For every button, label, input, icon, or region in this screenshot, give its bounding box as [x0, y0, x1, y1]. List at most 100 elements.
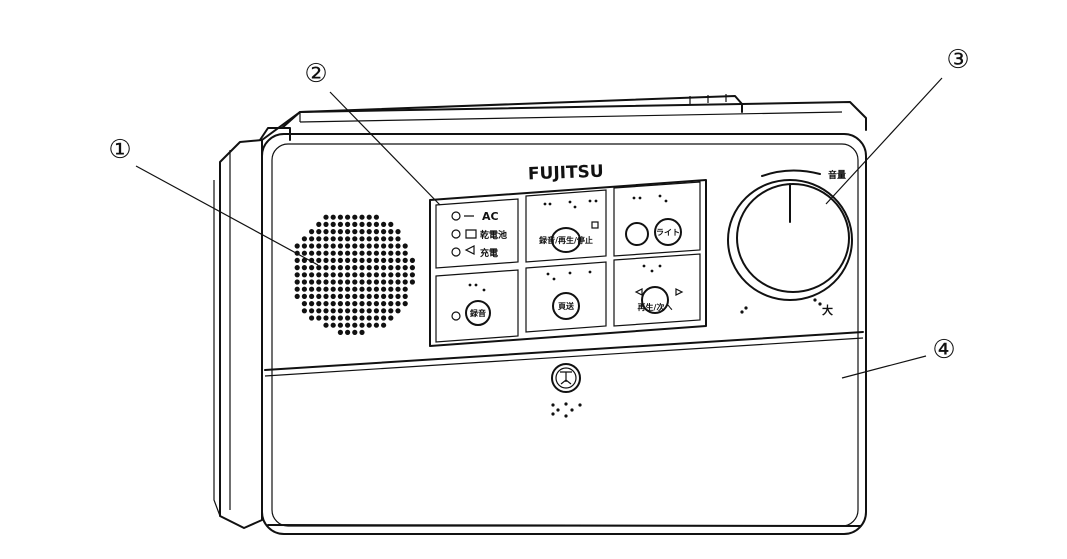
speaker-hole — [316, 301, 322, 307]
speaker-hole — [388, 315, 394, 321]
speaker-hole — [316, 308, 322, 314]
speaker-hole — [381, 272, 387, 278]
light-button[interactable] — [654, 218, 682, 246]
speaker-hole — [337, 272, 343, 278]
speaker-hole — [316, 257, 322, 263]
speaker-hole — [381, 257, 387, 263]
speaker-hole — [301, 279, 307, 285]
speaker-hole — [316, 265, 322, 271]
speaker-hole — [373, 286, 379, 292]
speaker-hole — [359, 279, 365, 285]
speaker-hole — [337, 243, 343, 249]
brand-logo: FUJITSU — [528, 162, 604, 185]
speaker-hole — [402, 286, 408, 292]
speaker-hole — [366, 301, 372, 307]
speaker-hole — [316, 221, 322, 227]
speaker-hole — [330, 265, 336, 271]
stop-mode-button[interactable] — [551, 227, 581, 253]
speaker-hole — [373, 229, 379, 235]
speaker-hole — [381, 229, 387, 235]
speaker-hole — [345, 243, 351, 249]
speaker-hole — [366, 286, 372, 292]
speaker-hole — [301, 265, 307, 271]
speaker-hole — [316, 315, 322, 321]
speaker-hole — [395, 243, 401, 249]
speaker-hole — [330, 221, 336, 227]
speaker-hole — [373, 322, 379, 328]
speaker-hole — [337, 279, 343, 285]
volume-label: 音量 — [828, 169, 846, 181]
speaker-hole — [402, 272, 408, 278]
speaker-hole — [359, 243, 365, 249]
speaker-hole — [330, 279, 336, 285]
speaker-hole — [345, 236, 351, 242]
braille-dots-bottom-left — [468, 283, 486, 292]
speaker-hole — [345, 250, 351, 256]
speaker-hole — [323, 308, 329, 314]
speaker-hole — [352, 301, 358, 307]
speaker-hole — [345, 272, 351, 278]
speaker-hole — [395, 236, 401, 242]
speaker-hole — [395, 272, 401, 278]
speaker-hole — [345, 221, 351, 227]
speaker-hole — [301, 286, 307, 292]
speaker-hole — [381, 265, 387, 271]
record-indicator — [451, 311, 461, 321]
speaker-hole — [316, 243, 322, 249]
speaker-hole — [316, 236, 322, 242]
speaker-hole — [366, 265, 372, 271]
record-button[interactable] — [465, 300, 491, 326]
callout-3-number: ③ — [946, 45, 969, 75]
speaker-hole — [402, 301, 408, 307]
speaker-hole — [309, 272, 315, 278]
speaker-hole — [309, 229, 315, 235]
speaker-hole — [352, 315, 358, 321]
speaker-hole — [352, 229, 358, 235]
callout-2: ② — [304, 59, 441, 206]
speaker-hole — [409, 279, 415, 285]
speaker-hole — [388, 301, 394, 307]
speaker-hole — [345, 229, 351, 235]
speaker-hole — [323, 293, 329, 299]
speaker-hole — [309, 236, 315, 242]
speaker-hole — [373, 257, 379, 263]
speaker-hole — [395, 279, 401, 285]
review-button[interactable] — [552, 292, 580, 320]
callout-4: ④ — [841, 335, 956, 379]
speaker-hole — [359, 214, 365, 220]
speaker-hole — [345, 315, 351, 321]
speaker-hole — [402, 257, 408, 263]
speaker-hole — [316, 229, 322, 235]
speaker-hole — [301, 257, 307, 263]
speaker-hole — [359, 293, 365, 299]
speaker-hole — [345, 329, 351, 335]
speaker-hole — [395, 265, 401, 271]
braille-dots-lid — [551, 402, 582, 418]
speaker-hole — [294, 293, 300, 299]
speaker-hole — [337, 315, 343, 321]
play-next-button[interactable] — [641, 286, 669, 314]
speaker-hole — [294, 272, 300, 278]
speaker-hole — [388, 243, 394, 249]
speaker-hole — [323, 236, 329, 242]
volume-dial[interactable]: 音量 大 — [727, 169, 853, 317]
speaker-hole — [366, 243, 372, 249]
speaker-hole — [359, 221, 365, 227]
speaker-hole — [323, 301, 329, 307]
speaker-hole — [359, 301, 365, 307]
speaker-hole — [388, 236, 394, 242]
stop-mode-label: 録音/再生/停止 — [539, 235, 593, 245]
speaker-hole — [309, 243, 315, 249]
speaker-hole — [309, 301, 315, 307]
speaker-hole — [316, 293, 322, 299]
speaker-hole — [345, 214, 351, 220]
speaker-hole — [352, 250, 358, 256]
radio-body — [213, 101, 867, 535]
speaker-hole — [373, 214, 379, 220]
speaker-hole — [323, 286, 329, 292]
speaker-hole — [345, 279, 351, 285]
speaker-hole — [402, 243, 408, 249]
speaker-hole — [309, 265, 315, 271]
speaker-hole — [366, 257, 372, 263]
